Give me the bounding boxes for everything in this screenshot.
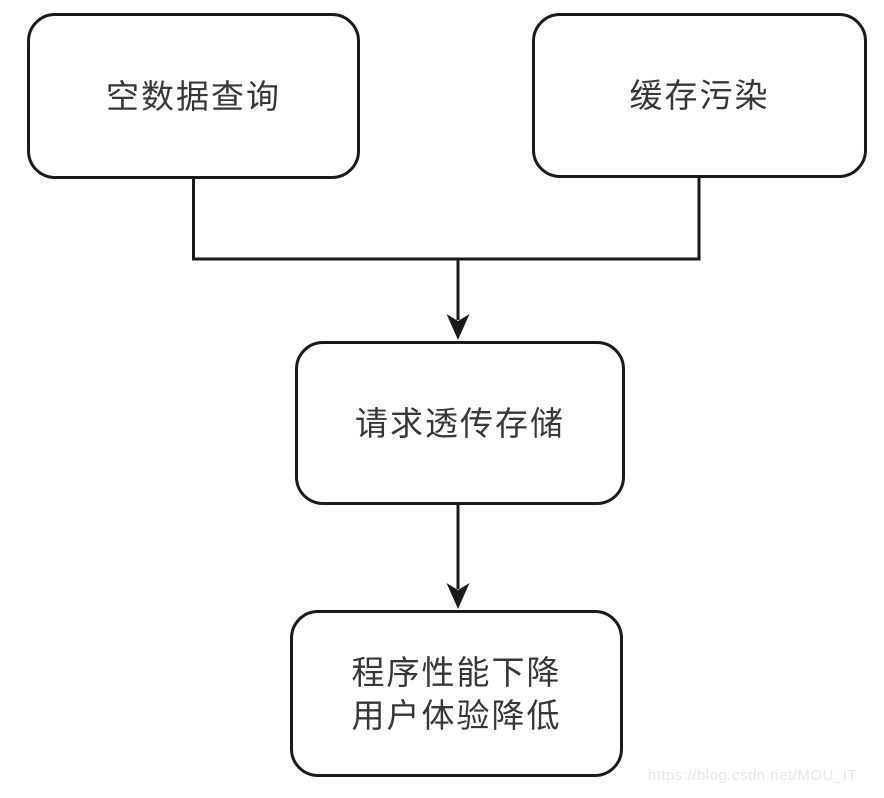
node-cache-pollution: 缓存污染 bbox=[532, 13, 867, 178]
arrowhead-to-bottom bbox=[446, 583, 470, 609]
node-label: 空数据查询 bbox=[106, 77, 281, 115]
node-label-line-2: 用户体验降低 bbox=[351, 696, 562, 734]
node-request-passthrough-storage: 请求透传存储 bbox=[295, 341, 625, 505]
arrowhead-to-middle bbox=[446, 314, 470, 340]
node-label-line-1: 程序性能下降 bbox=[351, 653, 562, 691]
csdn-watermark: https://blog.csdn.net/MOU_IT bbox=[647, 767, 857, 784]
node-label: 缓存污染 bbox=[629, 77, 770, 114]
merge-connector-line bbox=[192, 178, 701, 261]
node-empty-data-query: 空数据查询 bbox=[27, 13, 360, 179]
node-label: 请求透传存储 bbox=[355, 404, 565, 442]
node-performance-impact: 程序性能下降 用户体验降低 bbox=[290, 610, 623, 777]
